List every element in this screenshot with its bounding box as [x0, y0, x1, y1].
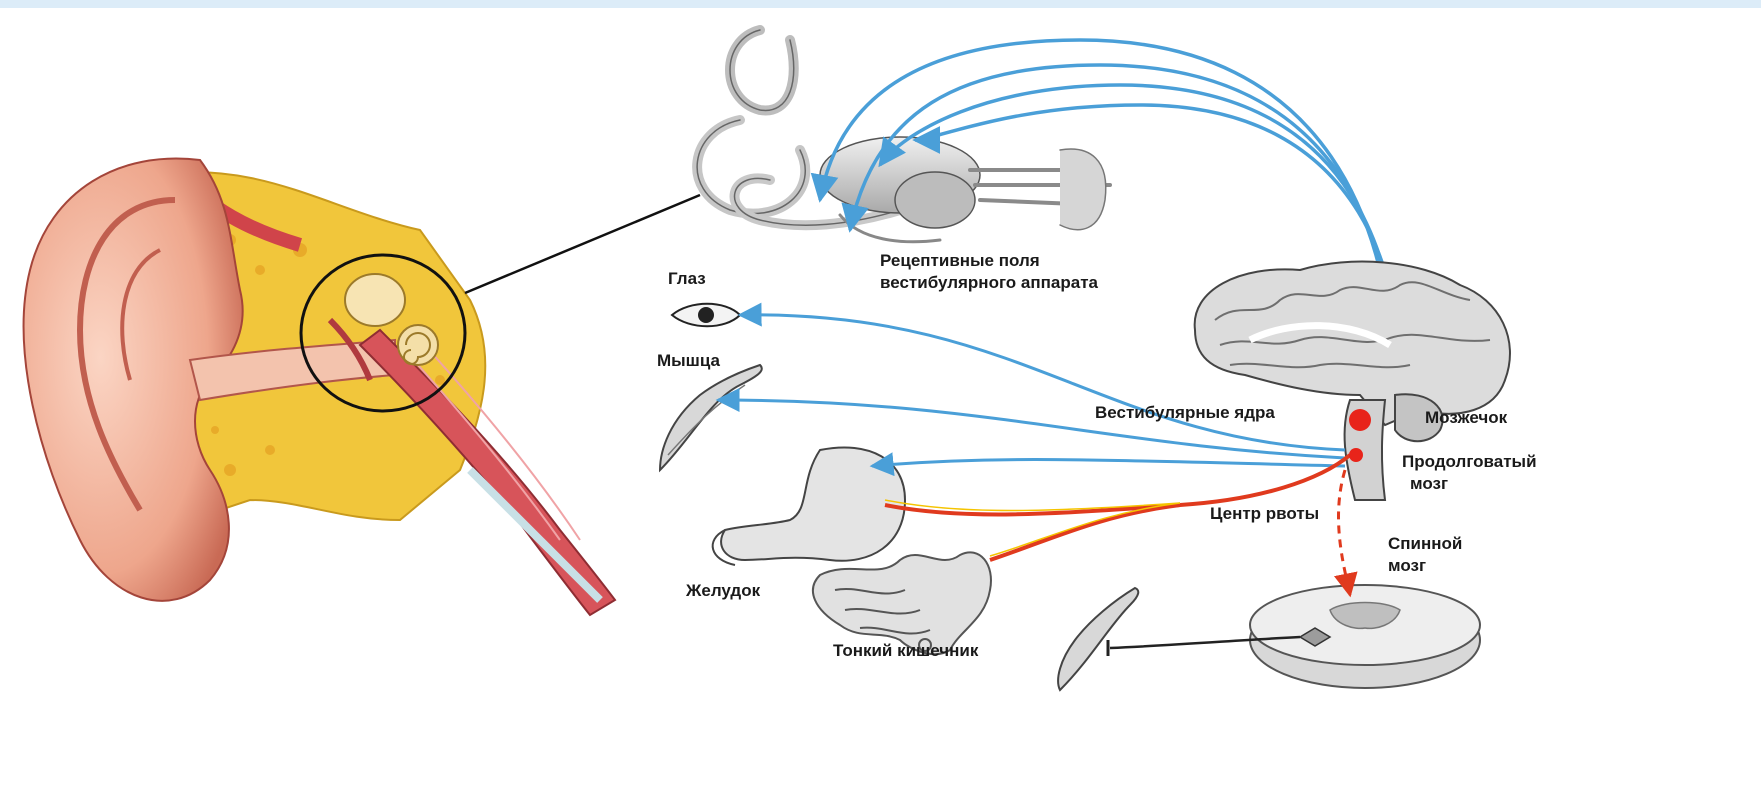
spinal-cord-section-icon [1108, 585, 1480, 688]
callout-line [465, 195, 700, 293]
label-vestibular-nuclei: Вестибулярные ядра [1095, 402, 1275, 424]
label-spinal-cord-line-1: Спинной [1388, 533, 1462, 555]
intestine-icon [813, 552, 991, 654]
label-eye: Глаз [668, 268, 706, 290]
label-medulla: Продолговатый мозг [1402, 451, 1537, 495]
vestibular-apparatus-illustration [697, 30, 1110, 242]
cerebellum-node [1349, 409, 1371, 431]
label-receptive-fields-line-1: Рецептивные поля [880, 250, 1098, 272]
label-muscle: Мышца [657, 350, 720, 372]
ear-illustration [24, 158, 615, 615]
label-spinal-cord: Спинной мозг [1388, 533, 1462, 577]
label-spinal-cord-line-2: мозг [1388, 555, 1462, 577]
label-small-intestine: Тонкий кишечник [833, 640, 978, 662]
label-stomach: Желудок [686, 580, 760, 602]
vomiting-center-node [1349, 448, 1363, 462]
lower-muscle-icon [1058, 588, 1138, 690]
muscle-icon [660, 365, 762, 470]
eye-icon [672, 304, 740, 327]
label-cerebellum: Мозжечок [1425, 407, 1507, 429]
label-receptive-fields: Рецептивные поля вестибулярного аппарата [880, 250, 1098, 294]
label-receptive-fields-line-2: вестибулярного аппарата [880, 272, 1098, 294]
label-vomiting-center: Центр рвоты [1210, 503, 1319, 525]
label-medulla-line-2: мозг [1402, 473, 1537, 495]
label-medulla-line-1: Продолговатый [1402, 451, 1537, 473]
